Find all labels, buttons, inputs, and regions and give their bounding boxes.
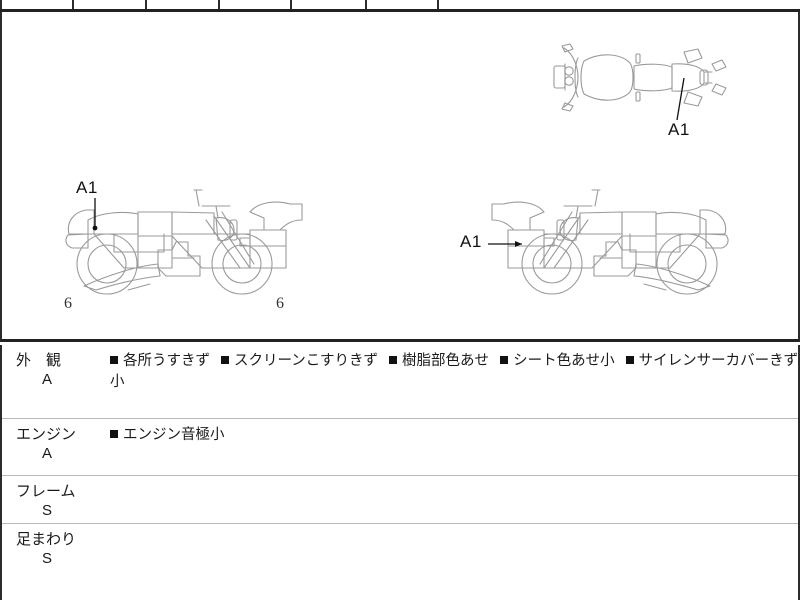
note-item: シート色あせ小 xyxy=(500,353,615,369)
left-view-mark-6-front: 6 xyxy=(64,295,72,312)
condition-notes-frame xyxy=(110,476,798,523)
note-line-1: 各所うすきず スクリーンこすりきず 樹脂部色あせ シート色あせ小 サイレンサーカ… xyxy=(110,351,798,372)
bullet-square-icon xyxy=(500,356,509,364)
condition-notes-running-gear xyxy=(110,524,798,600)
spec-cell-1 xyxy=(0,0,72,9)
category-grade-exterior: A xyxy=(42,371,53,388)
category-label-frame: フレーム xyxy=(16,483,76,500)
condition-row-exterior: 外 観 A 各所うすきず スクリーンこすりきず 樹脂部色あせ シート色あせ小 サ… xyxy=(2,345,798,419)
condition-category-running-gear: 足まわり S xyxy=(2,524,110,600)
motorcycle-top-view-diagram: A1 xyxy=(548,38,748,139)
bullet-square-icon xyxy=(625,356,634,364)
note-text: スクリーンこすりきず xyxy=(234,353,379,369)
note-text: シート色あせ小 xyxy=(513,353,615,369)
category-label-exterior: 外 観 xyxy=(16,352,62,369)
condition-notes-exterior: 各所うすきず スクリーンこすりきず 樹脂部色あせ シート色あせ小 サイレンサーカ… xyxy=(110,345,798,418)
note-text: 各所うすきず xyxy=(123,353,210,369)
bullet-square-icon xyxy=(110,430,118,438)
note-line-2: 小 xyxy=(110,374,125,390)
category-label-running-gear: 足まわり xyxy=(16,531,77,548)
left-view-mark-6-rear: 6 xyxy=(276,295,284,312)
bullet-square-icon xyxy=(221,356,230,364)
spec-cell-6 xyxy=(365,0,437,9)
note-line-1: エンジン音極小 xyxy=(110,425,794,446)
spec-cell-3 xyxy=(145,0,218,9)
condition-row-frame: フレーム S xyxy=(2,476,798,524)
note-item: エンジン音極小 xyxy=(110,427,225,443)
category-grade-engine: A xyxy=(42,445,53,462)
note-text: エンジン音極小 xyxy=(123,427,225,443)
spec-cell-2 xyxy=(72,0,145,9)
right-view-callout-a1: A1 xyxy=(460,232,482,251)
note-item: スクリーンこすりきず xyxy=(221,353,378,369)
motorcycle-left-side-view-diagram: A1 6 6 xyxy=(54,172,314,312)
condition-table: 外 観 A 各所うすきず スクリーンこすりきず 樹脂部色あせ シート色あせ小 サ… xyxy=(0,345,800,600)
note-text: 樹脂部色あせ xyxy=(402,353,490,369)
bullet-square-icon xyxy=(110,356,118,364)
spec-cell-4 xyxy=(218,0,290,9)
condition-category-frame: フレーム S xyxy=(2,476,110,523)
spec-strip-clipped xyxy=(0,0,800,12)
spec-cell-7 xyxy=(437,0,798,9)
condition-notes-engine: エンジン音極小 xyxy=(110,419,798,475)
condition-category-exterior: 外 観 A xyxy=(2,345,110,418)
category-grade-frame: S xyxy=(42,502,53,519)
spec-cell-5 xyxy=(290,0,365,9)
diagram-area: A1 xyxy=(0,12,800,342)
left-view-callout-a1: A1 xyxy=(76,178,98,197)
note-item: 各所うすきず xyxy=(110,353,210,369)
category-grade-running-gear: S xyxy=(42,550,53,567)
note-item: 樹脂部色あせ xyxy=(389,353,489,369)
category-label-engine: エンジン xyxy=(16,426,77,443)
note-text: サイレンサーカバーきず xyxy=(638,353,798,369)
top-view-callout-a1: A1 xyxy=(668,120,690,139)
motorcycle-right-side-view-diagram: A1 xyxy=(450,172,740,307)
note-item: サイレンサーカバーきず xyxy=(625,353,798,369)
condition-row-running-gear: 足まわり S xyxy=(2,524,798,600)
condition-category-engine: エンジン A xyxy=(2,419,110,475)
condition-row-engine: エンジン A エンジン音極小 xyxy=(2,419,798,476)
bullet-square-icon xyxy=(389,356,398,364)
